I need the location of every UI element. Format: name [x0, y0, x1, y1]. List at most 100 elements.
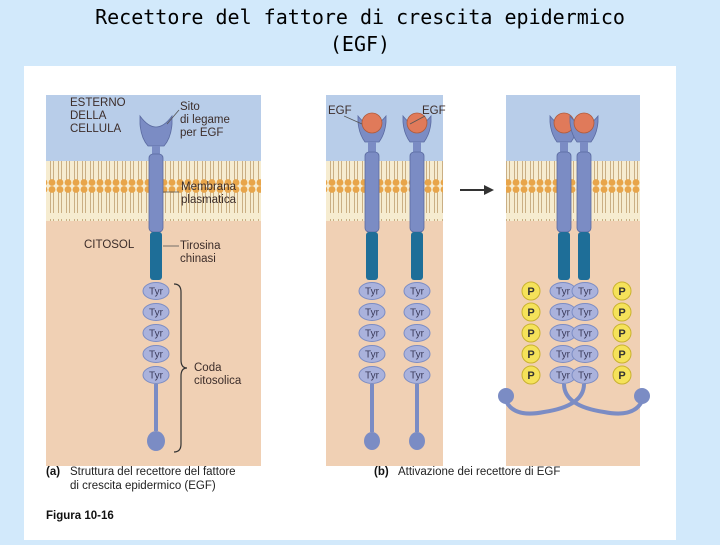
- b1right-tyr-3: Tyr: [403, 324, 431, 342]
- phosphate-label: P: [618, 349, 625, 361]
- label-exterior-line-3: CELLULA: [70, 123, 121, 135]
- tyr-label: Tyr: [556, 371, 571, 382]
- b1right-stalk: [413, 142, 421, 152]
- dimer-left-stalk: [560, 142, 568, 152]
- dimer-left-phosphate-4: P: [521, 344, 541, 364]
- phosphate-label: P: [618, 328, 625, 340]
- dimer-right-egf-ligand: [573, 112, 595, 134]
- dimer-right-phosphate-1: P: [612, 281, 632, 301]
- caption-a-line-2: di crescita epidermico (EGF): [70, 480, 216, 492]
- tyr-label: Tyr: [578, 329, 593, 340]
- phosphate-label: P: [527, 307, 534, 319]
- dimer-left-phosphate-3: P: [521, 323, 541, 343]
- tyr-label: Tyr: [365, 308, 380, 319]
- transmembrane-domain: [148, 153, 164, 233]
- tyr-label: Tyr: [410, 308, 425, 319]
- caption-b-letter: (b): [374, 466, 389, 478]
- a-tyr-2: Tyr: [142, 303, 170, 321]
- panel-b1-cytosol: [326, 221, 443, 466]
- label-membrane-line-1: Membrana: [181, 181, 237, 193]
- tyr-label: Tyr: [365, 371, 380, 382]
- b1left-tyr-5: Tyr: [358, 366, 386, 384]
- figure-number: Figura 10-16: [46, 510, 114, 522]
- a-tyr-1: Tyr: [142, 282, 170, 300]
- dimer-left-phosphate-2: P: [521, 302, 541, 322]
- activation-arrow: [460, 185, 494, 195]
- dimer-left-tyr-5: Tyr: [549, 366, 577, 384]
- dimer-right-phosphate-3: P: [612, 323, 632, 343]
- b1right-tyr-2: Tyr: [403, 303, 431, 321]
- tyr-label: Tyr: [149, 371, 164, 382]
- egf-left-pointer: [343, 115, 363, 125]
- a-tyr-3: Tyr: [142, 324, 170, 342]
- phosphate-label: P: [618, 286, 625, 298]
- caption-a: (a) Struttura del recettore del fattore …: [46, 466, 236, 492]
- b1left-transmembrane: [364, 151, 380, 233]
- tyr-label: Tyr: [556, 287, 571, 298]
- dimer-right-tyr-3: Tyr: [571, 324, 599, 342]
- label-kinase: Tirosina chinasi: [180, 240, 221, 265]
- dimer-left-tail-linker: [562, 383, 644, 416]
- panel-b2-lipid-bilayer: [506, 161, 640, 221]
- label-egf-left: EGF: [328, 105, 352, 117]
- label-tail: Coda citosolica: [194, 362, 242, 387]
- b1left-tail-end: [364, 432, 380, 450]
- slide-title: Recettore del fattore di crescita epider…: [0, 4, 720, 58]
- panel-b2-cytosol: [506, 221, 640, 466]
- a-tyr-5: Tyr: [142, 366, 170, 384]
- dimer-right-transmembrane: [576, 151, 592, 233]
- tail-end: [147, 431, 165, 451]
- b1left-tyr-2: Tyr: [358, 303, 386, 321]
- label-site-line-2: di legame: [180, 114, 230, 126]
- b1right-tyr-4: Tyr: [403, 345, 431, 363]
- phosphate-label: P: [618, 370, 625, 382]
- label-membrane: Membrana plasmatica: [181, 181, 237, 206]
- dimer-right-kinase: [578, 232, 590, 280]
- b1right-tyr-1: Tyr: [403, 282, 431, 300]
- phosphate-label: P: [527, 328, 534, 340]
- label-kinase-line-1: Tirosina: [180, 240, 221, 252]
- egf-right-pointer: [409, 115, 426, 125]
- label-egf-right: EGF: [422, 105, 446, 117]
- dimer-left-kinase: [558, 232, 570, 280]
- label-tail-line-2: citosolica: [194, 375, 242, 387]
- tyr-label: Tyr: [149, 350, 164, 361]
- slide-title-line-1: Recettore del fattore di crescita epider…: [95, 5, 625, 29]
- label-kinase-line-2: chinasi: [180, 253, 216, 265]
- tail-brace: [173, 283, 188, 453]
- phosphate-label: P: [527, 370, 534, 382]
- tyrosine-kinase-domain: [150, 232, 162, 280]
- tyr-label: Tyr: [556, 350, 571, 361]
- label-site-line-1: Sito: [180, 101, 200, 113]
- tyr-label: Tyr: [556, 329, 571, 340]
- label-cytosol: CITOSOL: [84, 239, 135, 251]
- dimer-right-stalk: [580, 142, 588, 152]
- tyr-label: Tyr: [578, 287, 593, 298]
- dimer-right-tail-linker: [504, 383, 586, 416]
- dimer-right-phosphate-2: P: [612, 302, 632, 322]
- phosphate-label: P: [618, 307, 625, 319]
- dimer-left-transmembrane: [556, 151, 572, 233]
- tyr-label: Tyr: [365, 350, 380, 361]
- dimer-right-tyr-5: Tyr: [571, 366, 599, 384]
- tyr-label: Tyr: [365, 287, 380, 298]
- tyr-label: Tyr: [556, 308, 571, 319]
- b1left-stalk: [368, 142, 376, 152]
- dimer-right-tyr-2: Tyr: [571, 303, 599, 321]
- tyr-label: Tyr: [149, 329, 164, 340]
- tyr-label: Tyr: [578, 371, 593, 382]
- tyr-label: Tyr: [149, 287, 164, 298]
- phosphate-label: P: [527, 286, 534, 298]
- label-exterior-line-2: DELLA: [70, 110, 107, 122]
- a-tyr-4: Tyr: [142, 345, 170, 363]
- caption-b: (b) Attivazione dei recettore di EGF: [374, 466, 560, 478]
- b1right-tyr-5: Tyr: [403, 366, 431, 384]
- label-binding-site: Sito di legame per EGF: [180, 101, 230, 139]
- label-membrane-line-2: plasmatica: [181, 194, 237, 206]
